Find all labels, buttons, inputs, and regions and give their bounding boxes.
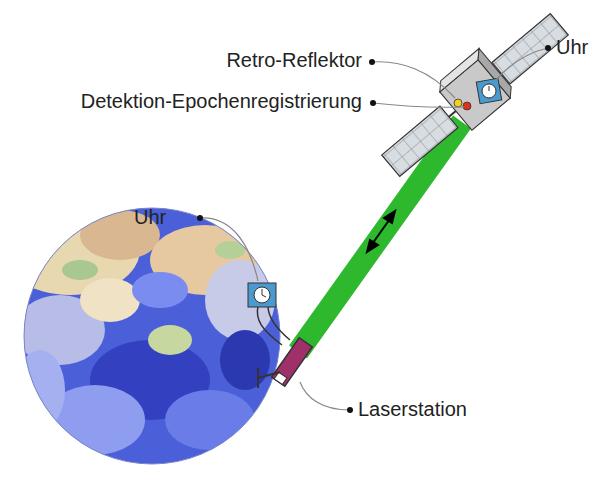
laser-beam	[298, 122, 462, 352]
station-mount	[257, 368, 259, 388]
callout-label: Uhr	[556, 36, 588, 59]
callout-label: Detektion-Epochenregistrierung	[81, 90, 362, 113]
satellite	[370, 0, 576, 185]
laser-station	[272, 338, 313, 386]
detector	[463, 102, 471, 110]
satellite-clock	[476, 78, 501, 103]
retro-reflector	[454, 99, 462, 107]
ground-clock	[248, 283, 290, 345]
callout-label: Uhr	[134, 206, 166, 229]
callout-label: Retro-Reflektor	[226, 49, 362, 72]
callout-label: Laserstation	[358, 398, 467, 421]
double-arrow	[367, 211, 395, 252]
earth-globe	[0, 205, 280, 464]
station-mount	[258, 372, 280, 378]
